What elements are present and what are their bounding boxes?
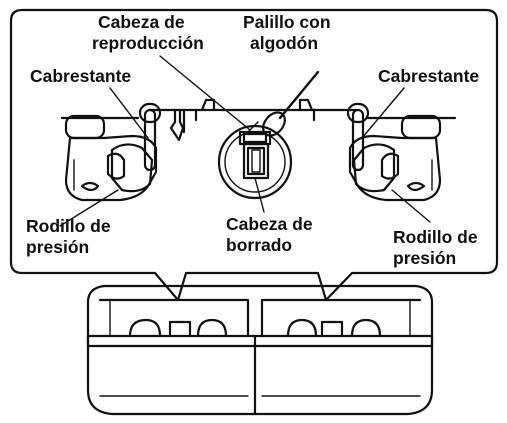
playback-head-label: Cabeza de reproducción bbox=[92, 12, 204, 53]
pinch-roller-right-label: Rodillo de presión bbox=[393, 227, 482, 268]
capstan-left-label: Cabrestante bbox=[30, 66, 131, 86]
erase-head-label: Cabeza de borrado bbox=[226, 214, 317, 255]
capstan-right-label: Cabrestante bbox=[378, 66, 479, 86]
left-pinch-roller-assembly bbox=[66, 116, 156, 200]
mechanism-base bbox=[62, 110, 455, 118]
pinch-roller-left-label: Rodillo de presión bbox=[26, 216, 115, 257]
cotton-swab bbox=[259, 72, 318, 140]
cotton-swab-label: Palillo con algodón bbox=[243, 12, 335, 53]
cassette-deck bbox=[88, 286, 432, 414]
head-assembly bbox=[219, 126, 291, 198]
